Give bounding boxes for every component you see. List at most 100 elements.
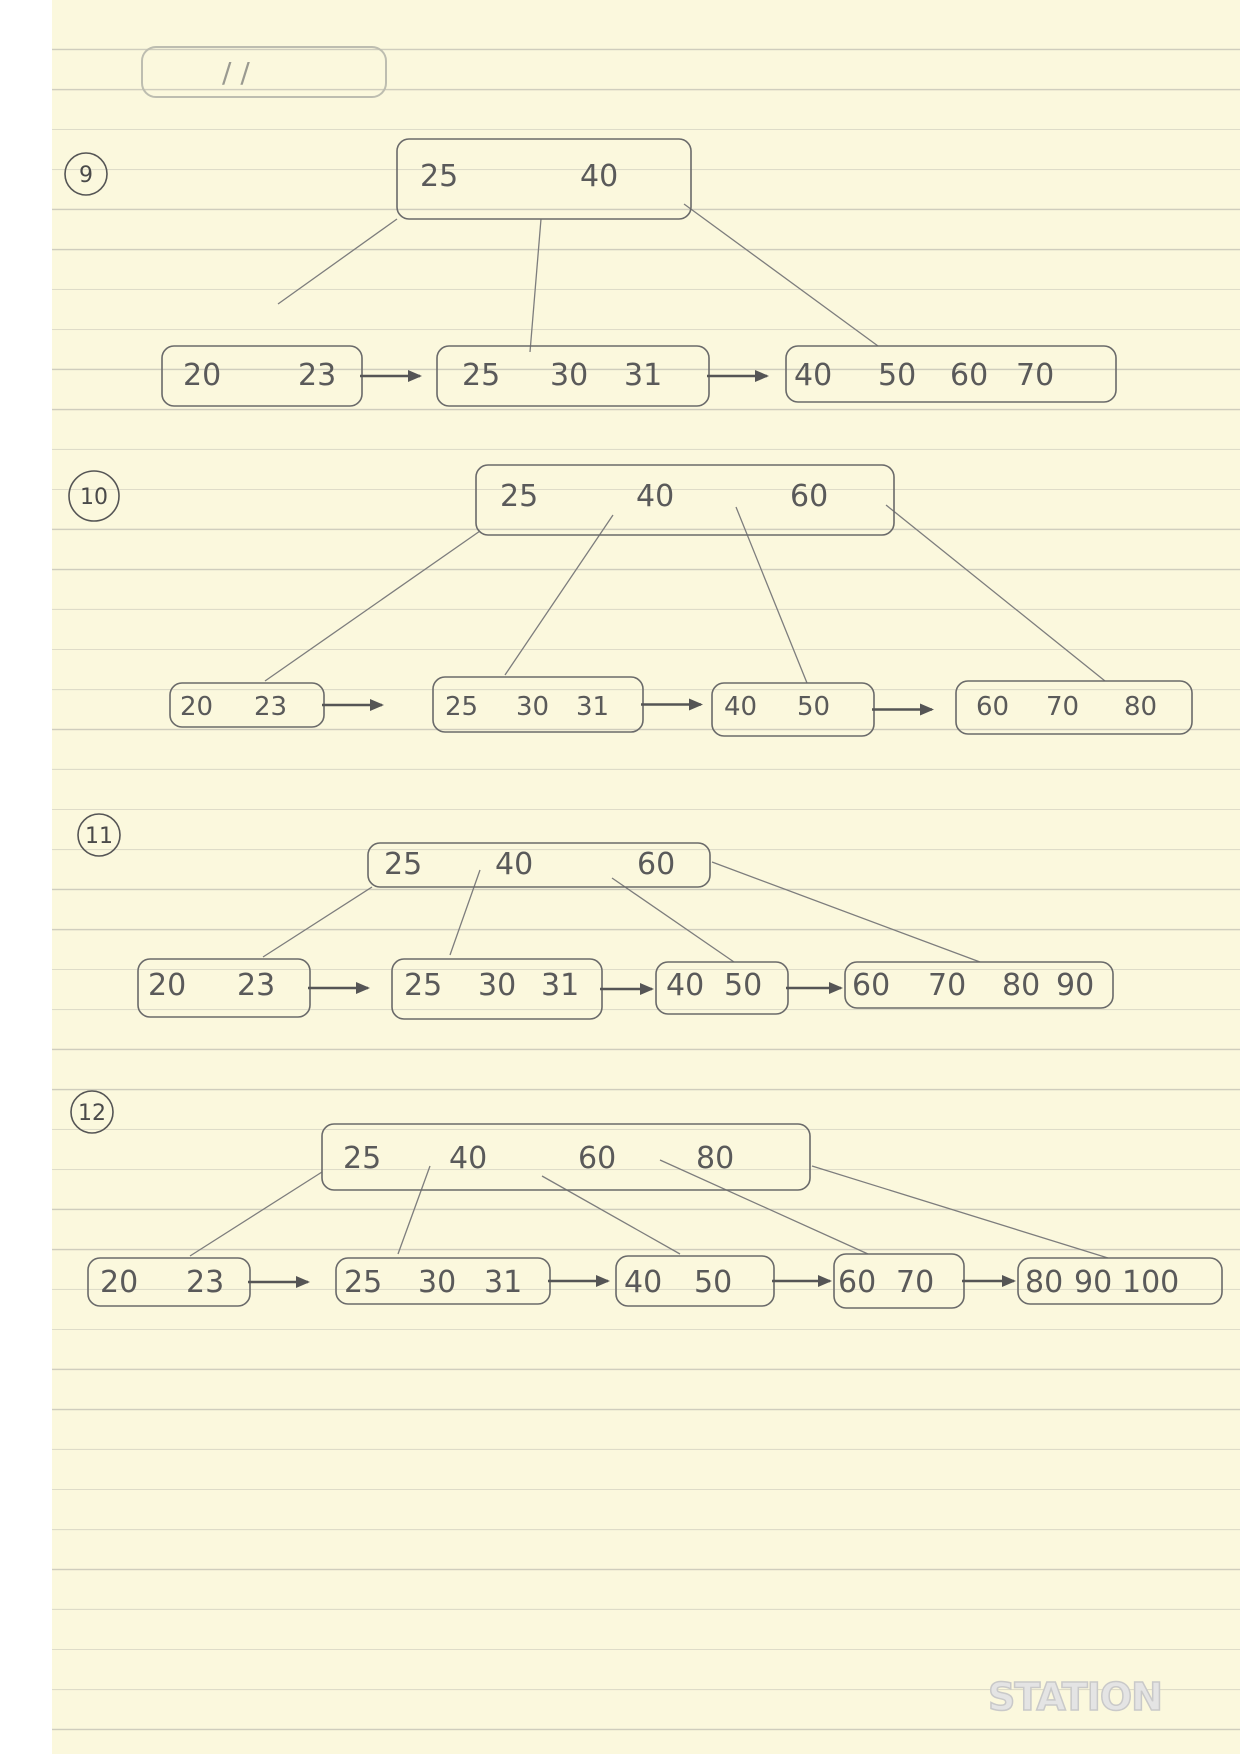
leaf-key: 100 <box>1122 1265 1179 1300</box>
step-number-circle <box>70 1090 114 1134</box>
root-key: 60 <box>790 479 828 514</box>
leaf-key: 31 <box>624 358 662 393</box>
leaf-key: 30 <box>478 968 516 1003</box>
leaf-key: 40 <box>794 358 832 393</box>
date-box: / / <box>141 46 387 98</box>
root-key: 25 <box>343 1141 381 1176</box>
step-number: 12 <box>78 1101 106 1126</box>
leaf-key: 80 <box>1002 968 1040 1003</box>
leaf-key: 20 <box>180 692 213 722</box>
leaf-key: 60 <box>950 358 988 393</box>
leaf-node: 60 70 80 90 <box>844 961 1114 1009</box>
root-key: 40 <box>636 479 674 514</box>
step-number-circle <box>68 470 120 522</box>
leaf-key: 50 <box>724 968 762 1003</box>
leaf-key: 23 <box>237 968 275 1003</box>
step-number: 11 <box>85 824 113 849</box>
root-key: 40 <box>449 1141 487 1176</box>
step-number-circle <box>77 813 121 857</box>
leaf-key: 31 <box>484 1265 522 1300</box>
leaf-key: 80 <box>1124 692 1157 722</box>
leaf-key: 60 <box>852 968 890 1003</box>
leaf-key: 40 <box>724 692 757 722</box>
root-key: 60 <box>637 847 675 882</box>
leaf-key: 30 <box>550 358 588 393</box>
tree-edge <box>529 218 542 353</box>
tree-edge <box>264 530 481 682</box>
leaf-key: 50 <box>694 1265 732 1300</box>
leaf-key: 70 <box>1016 358 1054 393</box>
tree-edge <box>735 506 808 684</box>
leaf-node: 25 30 31 <box>432 676 644 733</box>
leaf-node-box <box>955 680 1193 735</box>
leaf-node-box <box>785 345 1117 403</box>
root-node: 25 40 60 <box>475 464 895 536</box>
tree-edge <box>885 504 1106 682</box>
leaf-key: 25 <box>445 692 478 722</box>
leaf-key: 30 <box>516 692 549 722</box>
tree-edge <box>683 203 879 347</box>
leaf-node: 40 50 <box>615 1255 775 1307</box>
root-node: 25 40 <box>396 138 692 220</box>
root-node-box <box>367 842 711 888</box>
step-number: 10 <box>80 485 108 510</box>
leaf-key: 50 <box>797 692 830 722</box>
leaf-node: 80 90 100 <box>1017 1257 1223 1305</box>
leaf-key: 90 <box>1074 1265 1112 1300</box>
tree-edge <box>811 1165 1109 1259</box>
leaf-key: 31 <box>541 968 579 1003</box>
step-number: 9 <box>79 163 93 188</box>
leaf-key: 23 <box>254 692 287 722</box>
root-node: 25 40 60 80 <box>321 1123 811 1191</box>
root-key: 25 <box>500 479 538 514</box>
root-key: 40 <box>495 847 533 882</box>
leaf-key: 70 <box>928 968 966 1003</box>
leaf-key: 25 <box>462 358 500 393</box>
station-logo: STATION <box>988 1675 1162 1719</box>
tree-edge <box>277 218 398 305</box>
tree-edge <box>397 1165 431 1255</box>
leaf-key: 50 <box>878 358 916 393</box>
root-node-box <box>396 138 692 220</box>
step-number-circle <box>64 152 108 196</box>
root-key: 25 <box>420 159 458 194</box>
tree-edge <box>449 869 481 956</box>
leaf-node-box <box>844 961 1114 1009</box>
leaf-key: 20 <box>148 968 186 1003</box>
leaf-key: 25 <box>404 968 442 1003</box>
leaf-key: 90 <box>1056 968 1094 1003</box>
notebook-page <box>52 0 1240 1754</box>
root-key: 80 <box>696 1141 734 1176</box>
leaf-key: 80 <box>1025 1265 1063 1300</box>
leaf-key: 31 <box>576 692 609 722</box>
leaf-key: 20 <box>100 1265 138 1300</box>
tree-edge <box>262 886 373 958</box>
root-key: 25 <box>384 847 422 882</box>
leaf-node: 40 50 60 70 <box>785 345 1117 403</box>
root-node: 25 40 60 <box>367 842 711 888</box>
tree-edge <box>611 877 735 963</box>
leaf-key: 60 <box>976 692 1009 722</box>
leaf-node: 25 30 31 <box>391 958 603 1020</box>
root-key: 60 <box>578 1141 616 1176</box>
tree-edge <box>711 861 981 963</box>
root-node-box <box>475 464 895 536</box>
leaf-key: 40 <box>666 968 704 1003</box>
tree-edge <box>659 1159 869 1255</box>
tree-edge <box>541 1175 681 1255</box>
leaf-key: 40 <box>624 1265 662 1300</box>
leaf-key: 70 <box>896 1265 934 1300</box>
root-key: 40 <box>580 159 618 194</box>
leaf-node: 40 50 <box>711 682 875 737</box>
